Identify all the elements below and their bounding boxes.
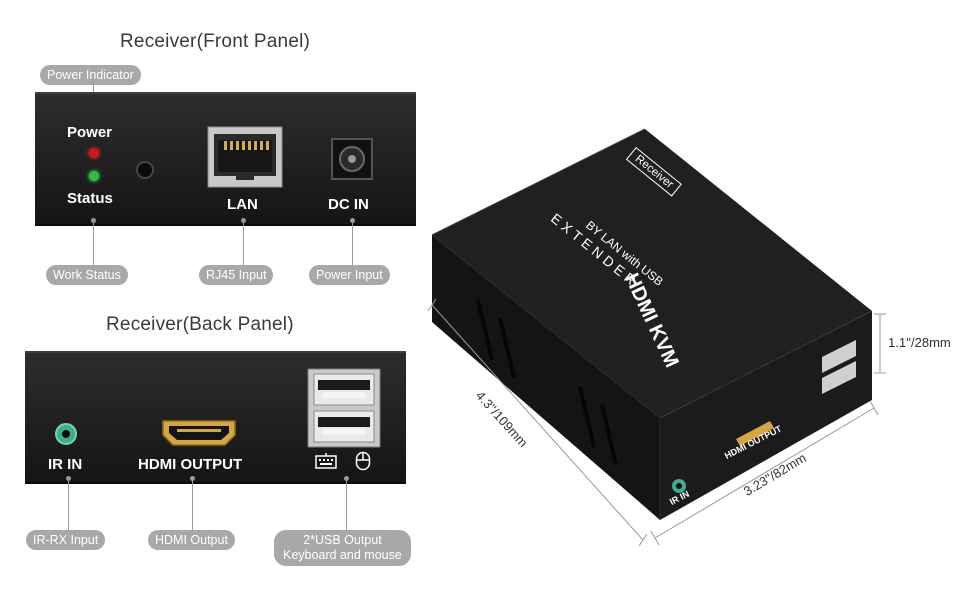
device-3d-view: [427, 128, 886, 547]
leader-line: [352, 222, 353, 265]
keyboard-icon: [315, 453, 337, 469]
callout-usb-line2: Keyboard and mouse: [283, 548, 402, 562]
ir-jack: [55, 423, 77, 445]
leader-dot: [66, 476, 71, 481]
device-top-face: [432, 129, 872, 418]
leader-dot: [190, 476, 195, 481]
leader-dot: [241, 218, 246, 223]
hdmi-port-3d: [736, 421, 774, 446]
rj45-port-icon: [207, 126, 283, 188]
lan-label: LAN: [227, 196, 258, 213]
ir-in-label: IR IN: [48, 456, 83, 473]
callout-hdmi-output: HDMI Output: [148, 530, 235, 550]
callout-rj45-input: RJ45 Input: [199, 265, 274, 285]
back-panel-title: Receiver(Back Panel): [106, 314, 294, 335]
leader-line: [93, 222, 94, 265]
usb-port-3d: [822, 340, 856, 373]
leader-line: [346, 480, 347, 530]
device-side-face: [432, 235, 660, 520]
mouse-icon: [355, 451, 371, 471]
callout-work-status: Work Status: [46, 265, 128, 285]
hdmi-output-label: HDMI OUTPUT: [138, 456, 243, 473]
dimension-height: 1.1''/28mm: [888, 335, 951, 350]
leader-line: [93, 82, 94, 92]
dc-in-label: DC IN: [328, 196, 369, 213]
usb-port-3d: [822, 361, 856, 394]
leader-line: [243, 222, 244, 265]
callout-usb-output: 2*USB Output Keyboard and mouse: [274, 530, 411, 566]
power-led: [89, 148, 99, 158]
callout-power-indicator: Power Indicator: [40, 65, 141, 85]
power-label: Power: [67, 124, 113, 141]
device-front-face: [660, 311, 872, 520]
side-vents: [476, 299, 618, 466]
callout-power-input: Power Input: [309, 265, 390, 285]
leader-dot: [91, 218, 96, 223]
leader-line: [192, 480, 193, 530]
callout-ir-rx-input: IR-RX Input: [26, 530, 106, 550]
usb-port-icon: [307, 368, 381, 448]
ir-sensor: [136, 161, 154, 179]
leader-dot: [344, 476, 349, 481]
status-led: [89, 171, 99, 181]
front-panel: Power Status LAN DC IN: [35, 92, 416, 226]
hdmi-port-icon: [162, 420, 236, 446]
status-label: Status: [67, 190, 113, 207]
callout-usb-line1: 2*USB Output: [303, 533, 382, 547]
leader-dot: [350, 218, 355, 223]
dc-jack-icon: [331, 138, 373, 180]
back-panel: IR IN HDMI OUTPUT: [25, 351, 406, 484]
leader-line: [68, 480, 69, 530]
front-panel-title: Receiver(Front Panel): [120, 31, 311, 52]
